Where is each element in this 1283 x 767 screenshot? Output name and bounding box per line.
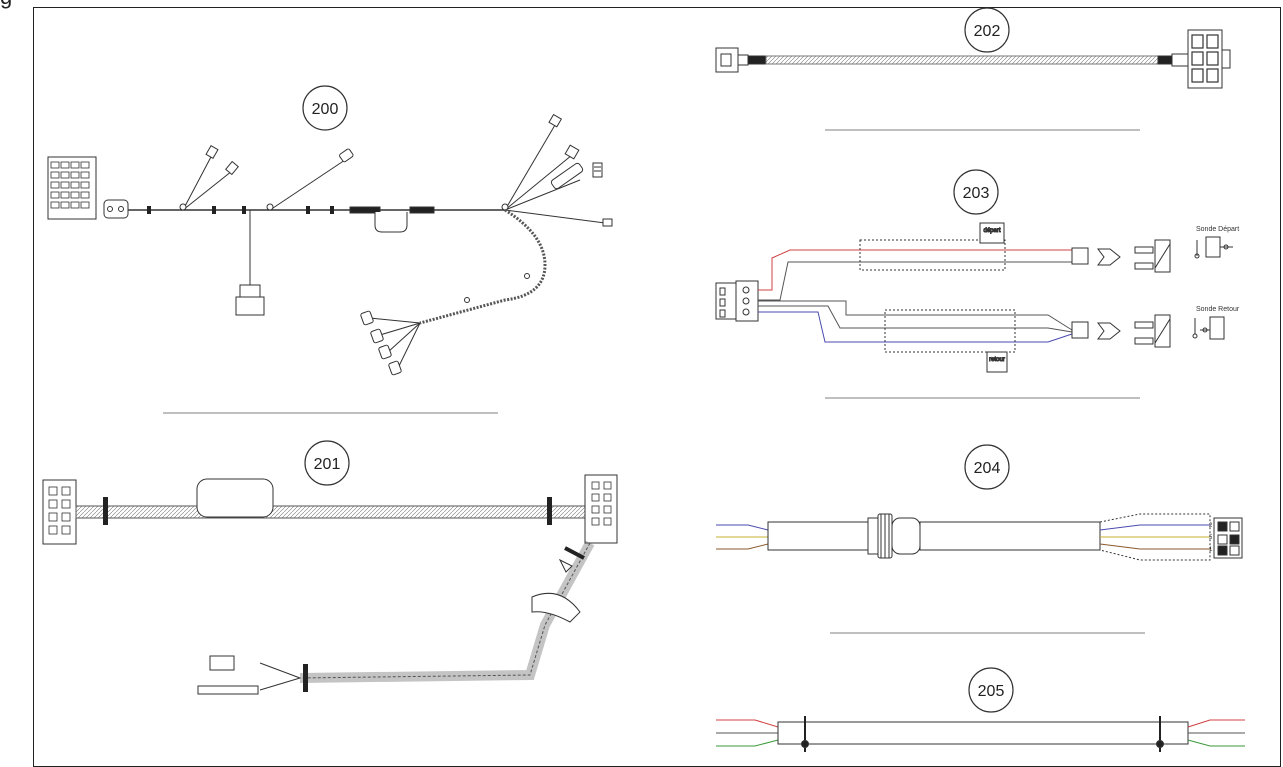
- separators: [163, 129, 1145, 634]
- part-number-200: 200: [312, 101, 339, 118]
- part-label-204: 204: [964, 444, 1010, 490]
- part-number-202: 202: [974, 23, 1001, 40]
- harness-200: [47, 113, 613, 376]
- tag-depart: départ: [983, 228, 1000, 234]
- pin-5: 5: [1209, 535, 1213, 541]
- probe-label-depart: Sonde Départ: [1196, 226, 1239, 233]
- part-number-205: 205: [978, 683, 1005, 700]
- pin-1: 1: [1209, 547, 1213, 553]
- drawing-frame: [33, 7, 1281, 767]
- tag-retour: retour: [989, 357, 1005, 363]
- pin-2: 2: [1209, 523, 1213, 529]
- harness-201: [42, 474, 618, 695]
- part-number-204: 204: [974, 460, 1001, 477]
- harness-202: [715, 29, 1231, 89]
- harness-205: [716, 716, 1245, 752]
- part-label-203: 203: [953, 169, 999, 215]
- harness-203: départ retour: [715, 222, 1233, 373]
- probe-label-retour: Sonde Retour: [1196, 306, 1240, 313]
- part-label-200: 200: [302, 85, 348, 131]
- harness-204: [716, 513, 1243, 561]
- part-number-203: 203: [963, 185, 990, 202]
- part-label-201: 201: [304, 440, 350, 486]
- part-number-201: 201: [314, 456, 341, 473]
- header-text-fragment: g: [0, 0, 12, 8]
- part-label-202: 202: [964, 7, 1010, 53]
- part-label-205: 205: [968, 667, 1014, 713]
